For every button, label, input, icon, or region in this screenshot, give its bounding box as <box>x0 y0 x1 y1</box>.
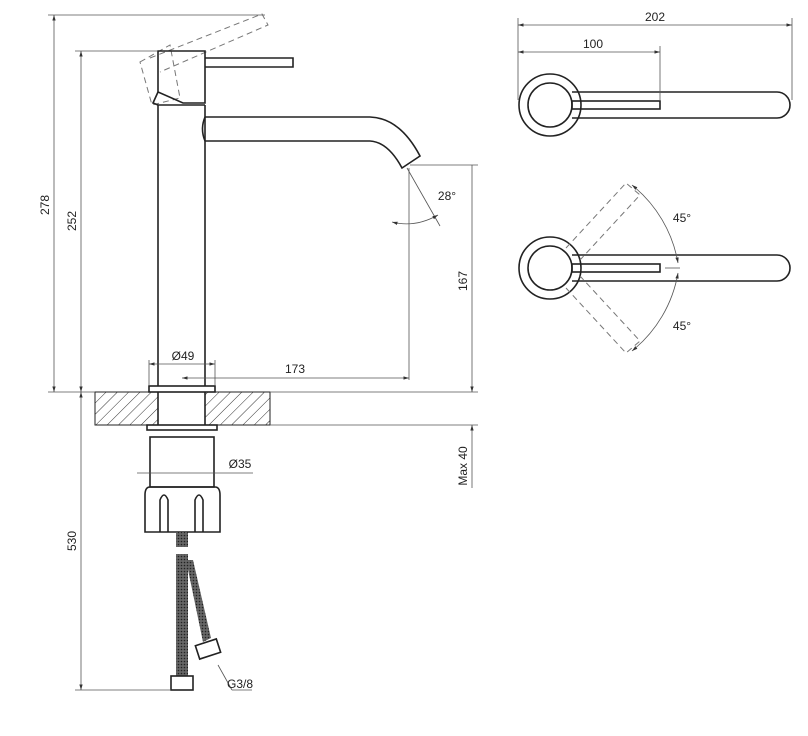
base-plate <box>148 385 216 393</box>
hose-nut-1 <box>170 675 194 691</box>
faucet-side-view <box>94 13 422 691</box>
cartridge-head <box>157 50 206 104</box>
dim-countertop-max: Max 40 <box>456 446 470 486</box>
dim-rotation-down: 45° <box>673 319 691 333</box>
hose-1 <box>176 554 188 676</box>
hose-stub <box>176 532 188 547</box>
dim-spout-height: 167 <box>456 271 470 291</box>
countertop-section <box>94 391 159 426</box>
lever-raised-outline <box>139 13 269 106</box>
faucet-top-view: 202 100 <box>517 10 793 137</box>
dimensions-side: 278 252 167 173 Ø49 28° Max 40 Ø35 530 G… <box>38 14 478 691</box>
dim-height-body: 252 <box>65 211 79 231</box>
dim-spout-angle: 28° <box>438 189 456 203</box>
dim-hose-thread: G3/8 <box>227 677 253 691</box>
dim-hose-length: 530 <box>65 531 79 551</box>
shank <box>149 436 215 488</box>
dim-lever-length: 100 <box>583 37 603 51</box>
spout <box>205 116 422 170</box>
dim-body-diameter: Ø49 <box>172 349 195 363</box>
fixing-washer <box>146 424 218 431</box>
fixing-nut <box>144 486 221 533</box>
dim-height-total: 278 <box>38 195 52 215</box>
hose-2 <box>186 560 211 642</box>
faucet-body <box>157 104 206 386</box>
hose-nut-2 <box>194 637 222 661</box>
dim-overall-length: 202 <box>645 10 665 24</box>
lever <box>205 57 294 68</box>
dim-spout-reach: 173 <box>285 362 305 376</box>
faucet-rotation-view: 45° 45° <box>518 182 791 354</box>
dim-shank-diameter: Ø35 <box>229 457 252 471</box>
dim-rotation-up: 45° <box>673 211 691 225</box>
